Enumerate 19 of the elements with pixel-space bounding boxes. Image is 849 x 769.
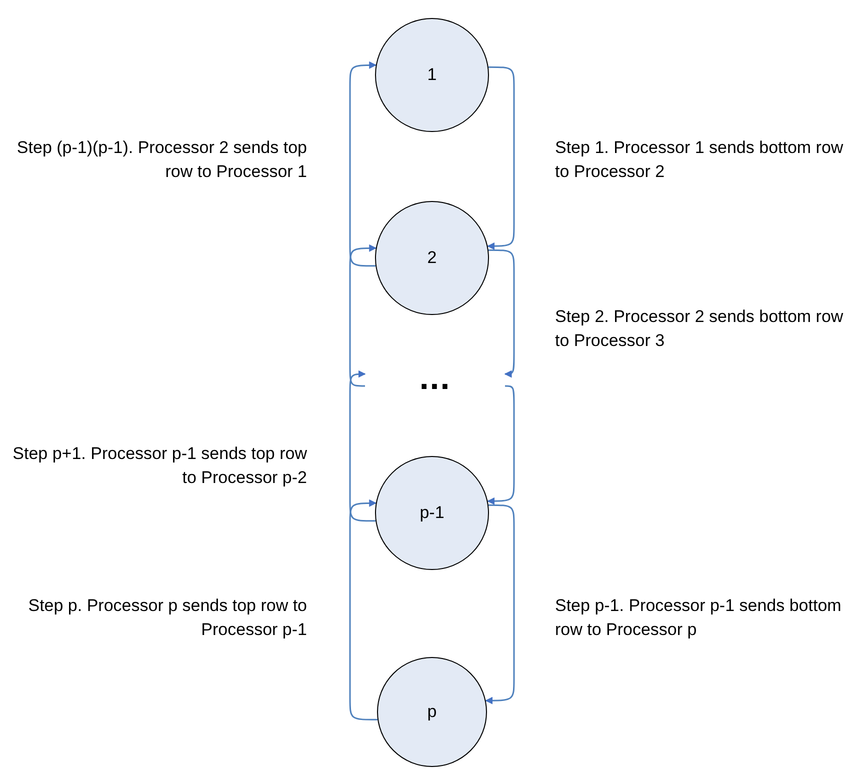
step-note: Step p+1. Processor p-1 sends top row to Processor p-2 [12, 443, 307, 489]
arrow [349, 61, 377, 267]
step-note: Step p-1. Processor p-1 sends bottom row to Processor p [555, 595, 842, 641]
step-note: Step 2. Processor 2 sends bottom row to Processor 3 [555, 306, 844, 352]
arrow [349, 244, 377, 387]
node-text: p [427, 702, 437, 722]
step-note: Step (p-1)(p-1). Processor 2 sends top row to Processor 1 [16, 137, 307, 183]
arrow [349, 499, 378, 720]
arrow [488, 249, 515, 378]
step-note: Step p. Processor p sends top row to Processor p-1 [27, 595, 307, 641]
node-text: p-1 [420, 503, 444, 523]
step-note: Step 1. Processor 1 sends bottom row to Processor 2 [555, 137, 844, 183]
arrow [487, 66, 515, 250]
arrow [485, 504, 515, 704]
node-text: 1 [427, 65, 437, 85]
node-text: 2 [427, 248, 437, 268]
arrow [349, 370, 376, 522]
ellipsis-text: ... [419, 358, 451, 398]
arrow [487, 385, 515, 505]
